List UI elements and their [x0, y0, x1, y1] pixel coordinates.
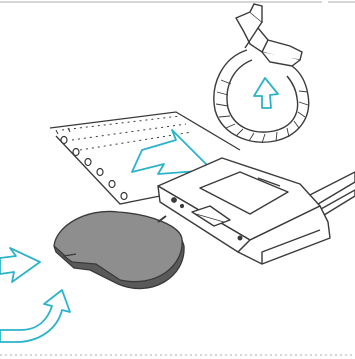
up-arrow-icon [253, 77, 279, 109]
bent-arrow-icon [0, 247, 71, 343]
insert-arrow-icon [131, 129, 213, 175]
strap-loop-inset-icon [213, 3, 310, 144]
perforated-strip-icon [49, 111, 241, 205]
grey-disc-tag-icon [53, 210, 185, 290]
buckle-clip-icon [157, 157, 355, 265]
